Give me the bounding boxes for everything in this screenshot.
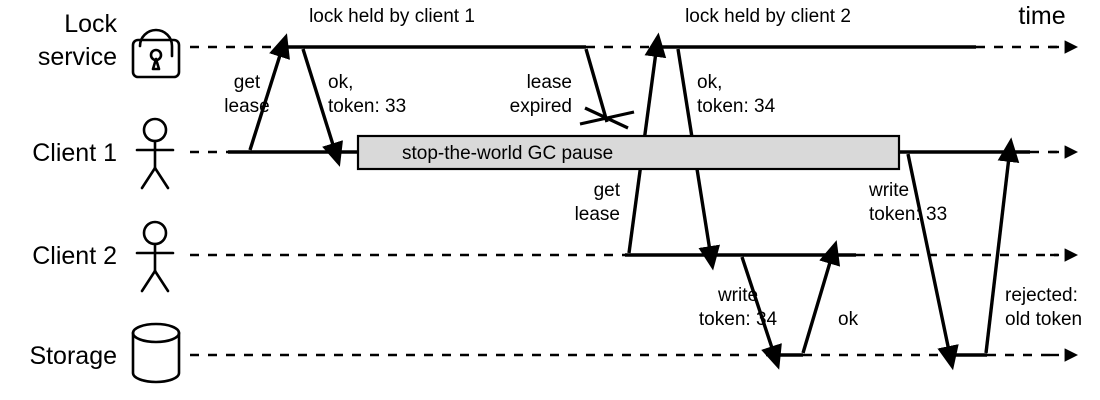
- msg-get-lease-1-line1: get: [234, 72, 261, 93]
- msg-rejected-line2: old token: [1005, 309, 1082, 330]
- stick-figure-icon-client-1: [135, 117, 175, 190]
- message-label-lease-expired: lease expired: [510, 72, 572, 117]
- row-label-lock-service: Lock service: [38, 10, 118, 71]
- message-label-rejected-old-token: rejected: old token: [1005, 285, 1082, 330]
- row-label-client-1: Client 1: [32, 139, 117, 167]
- padlock-icon-keyhole-stem: [151, 57, 161, 71]
- msg-get-lease-2-line2: lease: [575, 204, 620, 225]
- msg-lease-expired-line2: expired: [510, 96, 572, 117]
- row-label-lock-service-line2: service: [38, 43, 117, 71]
- message-label-write-token-33: write token: 33: [868, 180, 947, 225]
- lease-expired-x-stroke-2: [584, 106, 629, 130]
- msg-ok-token-33-line2: token: 33: [328, 96, 406, 117]
- msg-get-lease-2-line1: get: [594, 180, 621, 201]
- msg-write-token-34-line2: token: 34: [699, 309, 778, 330]
- gc-pause-label: stop-the-world GC pause: [402, 143, 613, 164]
- arrow-ok-storage: [801, 240, 841, 354]
- msg-get-lease-1-line2: lease: [224, 96, 269, 117]
- span-label-lock-held-client1: lock held by client 1: [309, 6, 475, 27]
- padlock-icon-body: [131, 38, 181, 79]
- database-cylinder-top: [131, 322, 181, 344]
- msg-lease-expired-line1: lease: [527, 72, 572, 93]
- stick-figure-client2-leg-right: [153, 269, 170, 293]
- stick-figure-client2-leg-left: [140, 269, 157, 293]
- stick-figure-client2-head: [142, 220, 168, 246]
- message-label-ok-storage: ok: [838, 309, 859, 330]
- arrow-get-lease-client1: [248, 33, 290, 151]
- row-label-client-2: Client 2: [32, 242, 117, 270]
- stick-figure-client1-leg-left: [140, 166, 157, 190]
- message-label-get-lease-2: get lease: [575, 180, 621, 225]
- msg-ok-token-33-line1: ok,: [328, 72, 353, 93]
- database-cylinder-body: [131, 331, 181, 384]
- arrow-write-token-33: [906, 153, 959, 371]
- arrow-rejected-old-token: [984, 137, 1020, 354]
- msg-write-token-33-line1: write: [868, 180, 909, 201]
- row-label-lock-service-line1: Lock: [64, 10, 117, 38]
- msg-ok-token-34-line1: ok,: [697, 72, 722, 93]
- span-label-lock-held-client2: lock held by client 2: [685, 6, 851, 27]
- padlock-icon: [131, 28, 181, 79]
- time-axis-label: time: [1018, 2, 1065, 30]
- message-label-ok-token-33: ok, token: 33: [328, 72, 406, 117]
- stick-figure-icon-client-2: [135, 220, 175, 293]
- message-label-get-lease-1: get lease: [224, 72, 269, 117]
- arrow-lease-expired: [584, 48, 609, 123]
- gc-pause-box: [356, 134, 901, 171]
- msg-ok-token-34-line2: token: 34: [697, 96, 776, 117]
- message-label-write-token-34: write token: 34: [699, 285, 778, 330]
- stick-figure-client1-head: [142, 117, 168, 143]
- stick-figure-client1-leg-right: [153, 166, 170, 190]
- msg-write-token-33-line2: token: 33: [869, 204, 947, 225]
- msg-write-token-34-line1: write: [717, 285, 758, 306]
- msg-ok-storage-line1: ok: [838, 309, 859, 330]
- arrow-ok-token-33: [301, 48, 343, 167]
- database-cylinder-icon: [131, 322, 181, 384]
- arrow-write-token-34: [740, 256, 782, 370]
- msg-rejected-line1: rejected:: [1005, 285, 1078, 306]
- row-label-storage: Storage: [29, 342, 117, 370]
- message-label-ok-token-34: ok, token: 34: [697, 72, 776, 117]
- padlock-icon-shackle: [138, 28, 174, 58]
